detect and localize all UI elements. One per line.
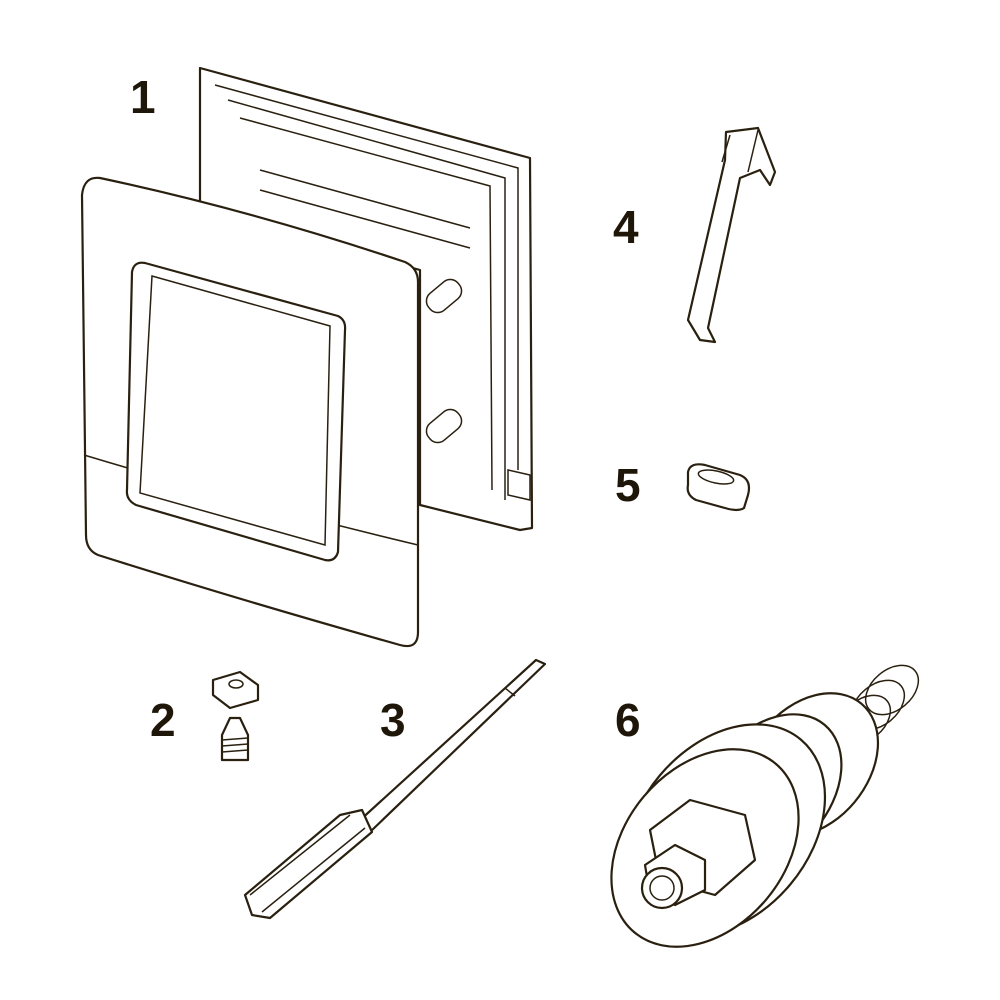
spring-clip <box>686 126 777 344</box>
part-label-2: 2 <box>150 694 176 746</box>
square-nut-and-screw <box>211 670 260 762</box>
part-label-3: 3 <box>380 694 406 746</box>
valve-cartridge <box>610 664 920 948</box>
part-label-6: 6 <box>615 694 641 746</box>
bushing <box>686 463 751 512</box>
part-label-4: 4 <box>613 201 639 253</box>
key-rod <box>243 658 547 920</box>
part-label-1: 1 <box>130 71 156 123</box>
part-label-5: 5 <box>615 459 641 511</box>
cover-plate <box>80 176 420 648</box>
